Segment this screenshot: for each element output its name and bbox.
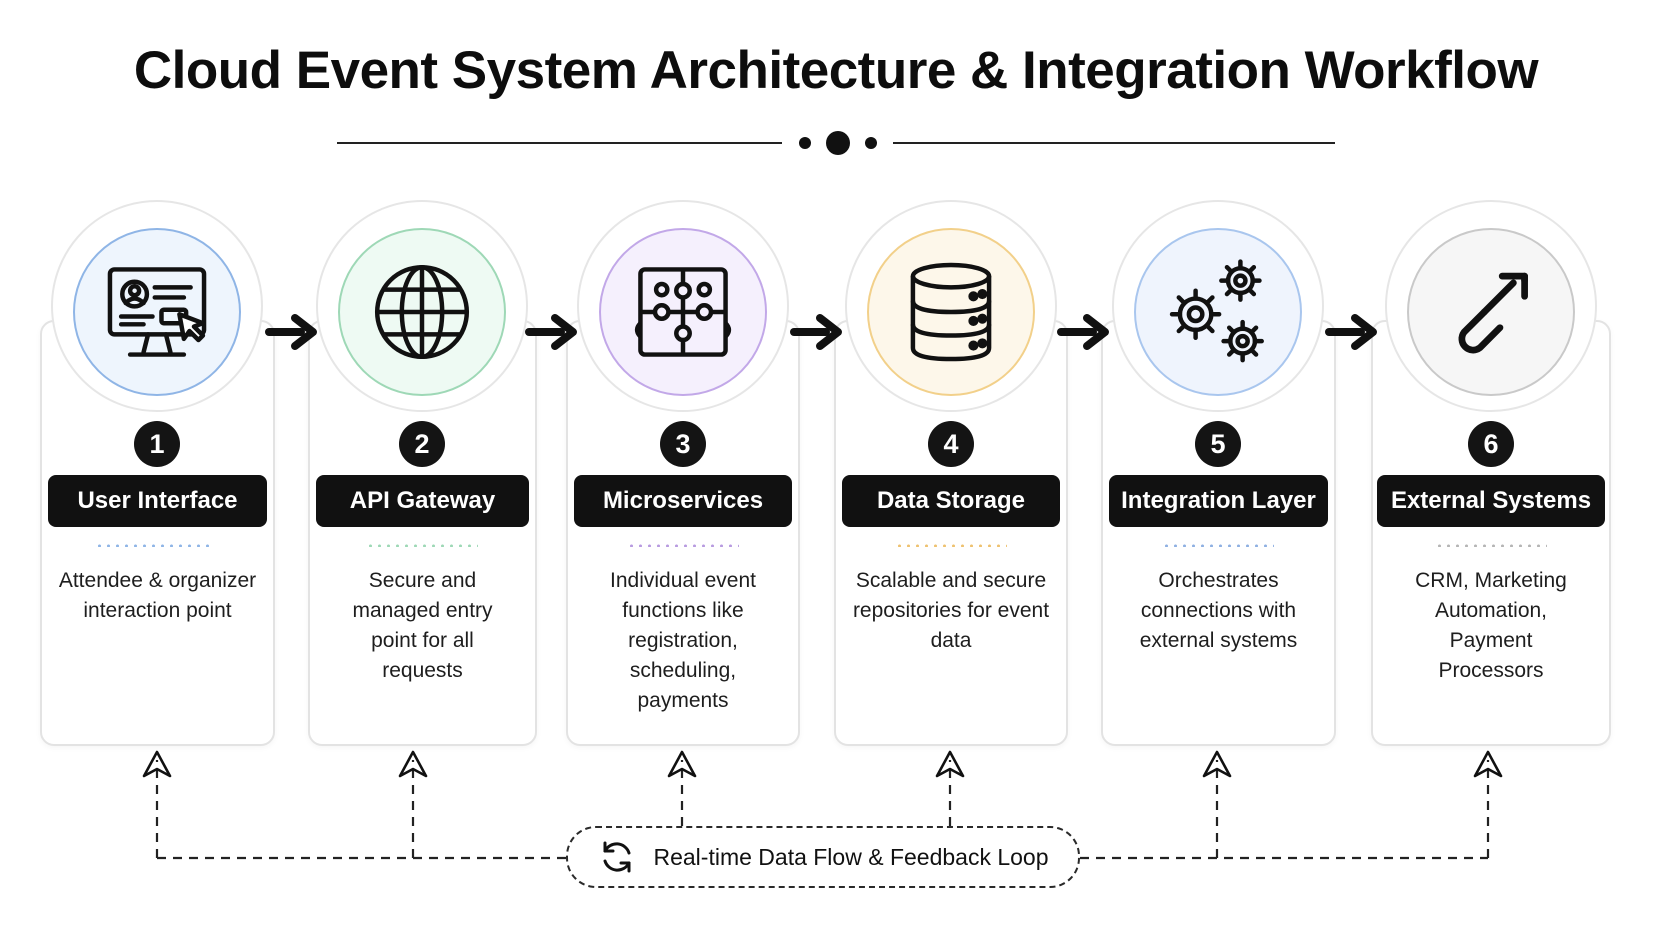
database-icon	[910, 262, 992, 362]
gears-icon	[1169, 259, 1264, 363]
dotted-separator	[366, 544, 478, 547]
monitor-user-icon	[107, 267, 207, 357]
flow-arrow-icon	[525, 314, 577, 350]
stage-label: Data Storage	[842, 475, 1060, 527]
dotted-separator	[95, 544, 211, 547]
stage-description: Attendee & organizer interaction point	[58, 569, 257, 622]
flow-arrow-icon	[1057, 314, 1109, 350]
stage-icon-disc	[1134, 228, 1302, 396]
step-number: 6	[1468, 421, 1514, 467]
dotted-separator	[895, 544, 1007, 547]
stage-description: Individual event functions like registra…	[610, 569, 756, 712]
flow-arrow-icon	[790, 314, 842, 350]
step-number: 2	[399, 421, 445, 467]
step-number: 1	[134, 421, 180, 467]
stage-icon-disc	[867, 228, 1035, 396]
globe-icon	[374, 264, 470, 360]
step-number: 5	[1195, 421, 1241, 467]
stage-icon-disc	[1407, 228, 1575, 396]
diagram-title: Cloud Event System Architecture & Integr…	[133, 41, 1539, 100]
feedback-loop-label: Real-time Data Flow & Feedback Loop	[653, 843, 1049, 870]
stage-icon-disc	[73, 228, 241, 396]
feedback-loop-badge: Real-time Data Flow & Feedback Loop	[566, 826, 1080, 888]
dotted-separator	[627, 544, 739, 547]
stage-icon-disc	[338, 228, 506, 396]
stage-label: Integration Layer	[1109, 475, 1328, 527]
stage-description: CRM, Marketing Automation, Payment Proce…	[1415, 569, 1567, 682]
flow-arrow-icon	[265, 314, 317, 350]
stage-icon-disc	[599, 228, 767, 396]
dotted-separator	[1435, 544, 1547, 547]
flow-arrow-icon	[1325, 314, 1377, 350]
puzzle-icon	[634, 267, 732, 357]
stage-description: Scalable and secure repositories for eve…	[852, 569, 1050, 652]
step-number: 3	[660, 421, 706, 467]
refresh-icon	[603, 841, 631, 873]
step-number: 4	[928, 421, 974, 467]
stage-label: User Interface	[48, 475, 267, 527]
stage-description: Secure and managed entry point for all r…	[352, 569, 493, 682]
link-icon	[1458, 272, 1528, 354]
stage-description: Orchestrates connections with external s…	[1139, 569, 1298, 652]
dotted-separator	[1162, 544, 1274, 547]
stage-label: API Gateway	[316, 475, 529, 527]
stage-label: External Systems	[1377, 475, 1605, 527]
stage-label: Microservices	[574, 475, 792, 527]
